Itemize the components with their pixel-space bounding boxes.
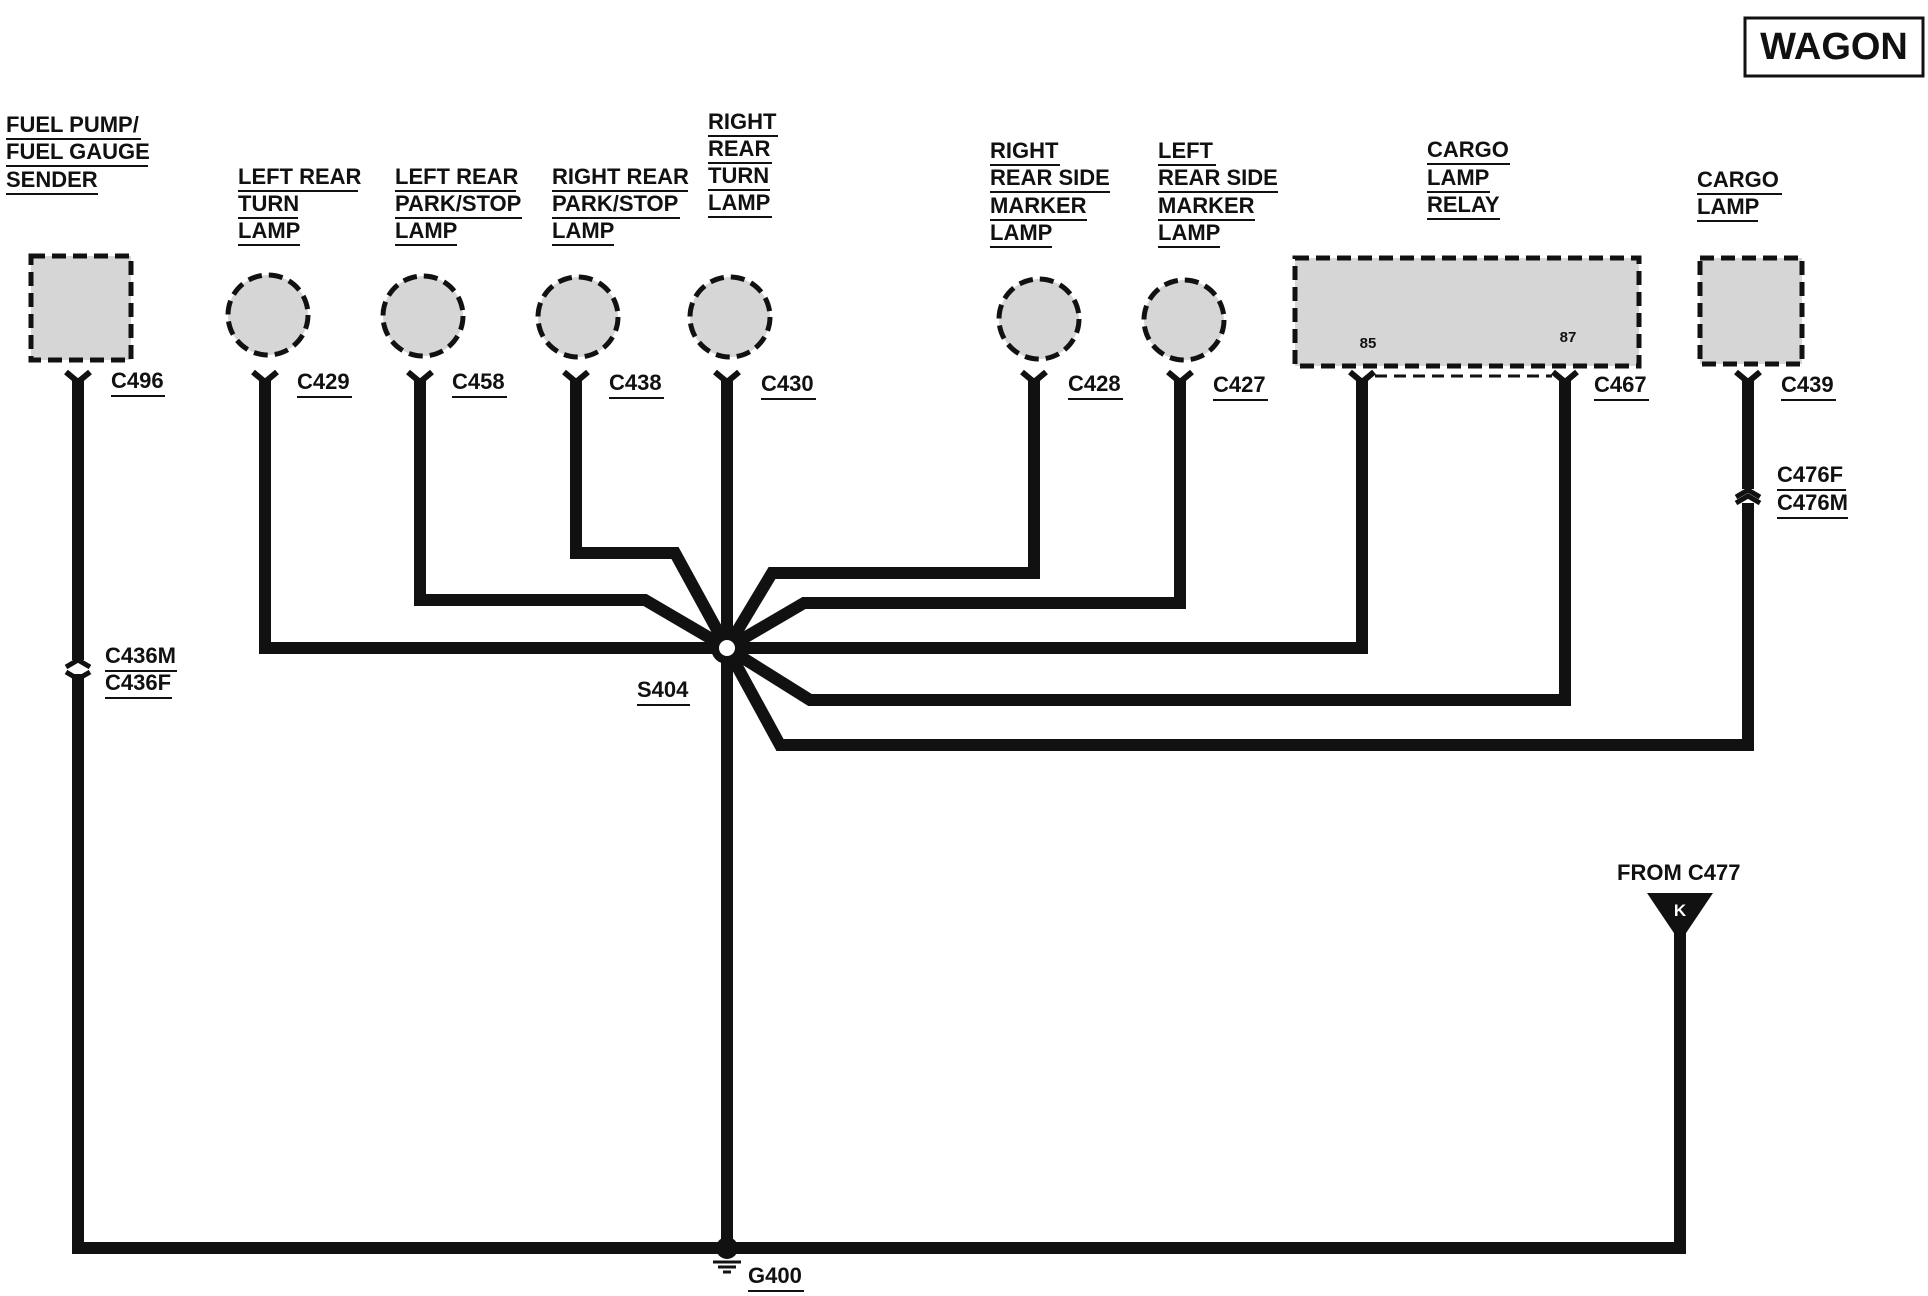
- label-line: LAMP: [1427, 165, 1489, 190]
- label-line: LAMP: [1697, 194, 1759, 219]
- wire-left-rear-park: [414, 378, 731, 654]
- wagon-badge: WAGON: [1743, 16, 1925, 78]
- connector-c436f: C436F: [105, 670, 171, 695]
- right-rear-turn-lamp: [687, 274, 773, 360]
- inline-connector-c476: [1734, 487, 1762, 506]
- connector-c430: C430: [761, 371, 814, 396]
- splice-s404: [711, 632, 743, 664]
- label-line: RIGHT: [990, 138, 1059, 163]
- label-line: CARGO: [1427, 137, 1509, 162]
- label-line: LEFT REAR: [238, 164, 362, 189]
- label-line: REAR SIDE: [990, 165, 1110, 190]
- wires: [72, 378, 1754, 1254]
- label-line: RIGHT REAR: [552, 164, 689, 189]
- label-line: PARK/STOP: [552, 191, 678, 216]
- label-line: FUEL GAUGE: [6, 139, 150, 164]
- label-line: PARK/STOP: [395, 191, 521, 216]
- connector-c438: C438: [609, 370, 662, 395]
- connector-labels: C496 C429 C458 C438 C430 C428 C427 C467 …: [105, 368, 1848, 1292]
- label-line: FUEL PUMP/: [6, 112, 139, 137]
- label-line: LAMP: [708, 190, 770, 215]
- label-line: TURN: [708, 163, 769, 188]
- label-left-rear-park-stop: LEFT REAR PARK/STOP LAMP: [395, 164, 522, 246]
- label-left-rear-turn: LEFT REAR TURN LAMP: [238, 164, 362, 246]
- label-line: MARKER: [990, 193, 1087, 218]
- connector-c429: C429: [297, 369, 350, 394]
- left-rear-side-marker-lamp: [1141, 277, 1227, 363]
- wire-right-rear-park: [570, 378, 733, 651]
- label-line: REAR: [708, 136, 770, 161]
- connector-c496: C496: [111, 368, 164, 393]
- label-line: LAMP: [552, 218, 614, 243]
- connector-c458: C458: [452, 369, 505, 394]
- connector-c476f: C476F: [1777, 462, 1843, 487]
- label-line: TURN: [238, 191, 299, 216]
- label-line: LEFT: [1158, 138, 1214, 163]
- fuel-pump-sender-box: [28, 253, 134, 363]
- connector-c439: C439: [1781, 372, 1834, 397]
- label-cargo-lamp-relay: CARGO LAMP RELAY: [1427, 137, 1510, 220]
- label-line: REAR SIDE: [1158, 165, 1278, 190]
- wire-right-side-marker: [721, 378, 1040, 652]
- label-line: LEFT REAR: [395, 164, 519, 189]
- wagon-badge-text: WAGON: [1760, 26, 1908, 68]
- wire-from-c477: [727, 930, 1686, 1254]
- connector-c476m: C476M: [1777, 490, 1848, 515]
- label-right-rear-turn: RIGHT REAR TURN LAMP: [708, 109, 778, 218]
- wire-relay-87: [723, 378, 1571, 706]
- connector-c467: C467: [1594, 372, 1647, 397]
- label-cargo-lamp: CARGO LAMP: [1697, 167, 1782, 222]
- label-line: SENDER: [6, 167, 98, 192]
- connector-c428: C428: [1068, 371, 1121, 396]
- wire-cargo-lamp: [721, 378, 1754, 751]
- cargo-lamp-relay-box: [1292, 255, 1642, 369]
- wire-left-side-marker: [723, 378, 1186, 654]
- label-line: RIGHT: [708, 109, 777, 134]
- label-line: RELAY: [1427, 192, 1500, 217]
- label-line: LAMP: [1158, 220, 1220, 245]
- label-line: LAMP: [238, 218, 300, 243]
- wire-left-rear-turn: [259, 378, 727, 654]
- left-rear-park-stop-lamp: [380, 273, 466, 359]
- label-right-rear-park-stop: RIGHT REAR PARK/STOP LAMP: [552, 164, 689, 246]
- connector-c436m: C436M: [105, 643, 176, 668]
- ground-g400-symbol: [713, 1237, 741, 1274]
- wire-fuel-pump: [72, 378, 727, 1254]
- label-line: LAMP: [395, 218, 457, 243]
- from-marker-letter: K: [1674, 901, 1687, 920]
- relay-pin-85: 85: [1360, 335, 1377, 352]
- from-c477-marker: K: [1647, 893, 1713, 942]
- label-line: MARKER: [1158, 193, 1255, 218]
- left-rear-turn-lamp: [225, 272, 311, 358]
- right-rear-park-stop-lamp: [535, 274, 621, 360]
- splice-s404-label: S404: [637, 677, 689, 702]
- label-right-rear-side-marker: RIGHT REAR SIDE MARKER LAMP: [990, 138, 1110, 248]
- relay-pin-87: 87: [1560, 329, 1577, 346]
- ground-g400-label: G400: [748, 1263, 802, 1288]
- label-line: CARGO: [1697, 167, 1779, 192]
- cargo-lamp-box: [1697, 255, 1805, 367]
- connector-c427: C427: [1213, 372, 1266, 397]
- label-line: LAMP: [990, 220, 1052, 245]
- from-c477-label: FROM C477: [1617, 860, 1740, 885]
- label-left-rear-side-marker: LEFT REAR SIDE MARKER LAMP: [1158, 138, 1278, 248]
- label-fuel-pump-sender: FUEL PUMP/ FUEL GAUGE SENDER: [6, 112, 150, 195]
- right-rear-side-marker-lamp: [996, 276, 1082, 362]
- wire-relay-85: [727, 378, 1368, 654]
- inline-connector-c436: [64, 657, 92, 682]
- connector-terminals: [64, 369, 1762, 386]
